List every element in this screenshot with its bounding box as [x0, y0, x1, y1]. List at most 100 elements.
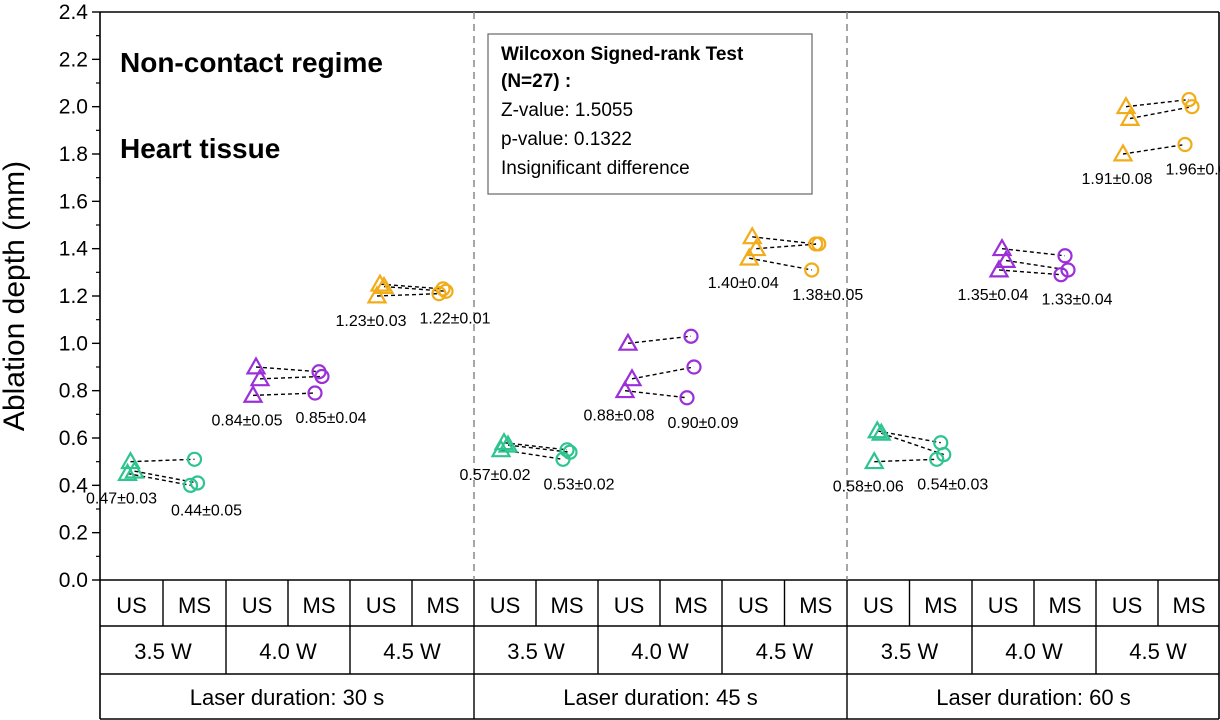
us-data-point: [991, 237, 1013, 257]
us-data-point: [490, 439, 512, 458]
mode-label: US: [1112, 593, 1143, 618]
us-data-point: [242, 384, 264, 403]
ms-mean-label: 1.38±0.05: [792, 287, 863, 304]
ms-data-point: [1057, 248, 1073, 264]
us-mean-label: 0.58±0.06: [833, 479, 904, 496]
mode-label: US: [738, 593, 769, 618]
power-label: 3.5 W: [507, 639, 565, 664]
us-data-point: [249, 368, 271, 387]
duration-label: Laser duration: 60 s: [936, 685, 1130, 710]
pair-connector: [255, 366, 320, 373]
y-tick-label: 2.2: [59, 48, 88, 71]
mode-label: US: [490, 593, 521, 618]
ms-data-point: [686, 359, 702, 375]
ms-data-point: [189, 475, 206, 491]
ms-data-point: [555, 451, 571, 467]
regime-annotation: Non-contact regime: [120, 47, 383, 78]
pair-connector: [627, 335, 692, 345]
us-mean-label: 1.40±0.04: [708, 275, 779, 292]
us-data-point: [117, 462, 138, 481]
us-data-point: [863, 450, 885, 470]
y-tick-label: 1.0: [59, 332, 88, 355]
pair-connector: [1129, 105, 1193, 120]
ms-data-point: [314, 368, 330, 385]
y-tick-label: 1.2: [59, 285, 88, 308]
us-mean-label: 1.91±0.08: [1081, 171, 1152, 188]
ms-data-point: [804, 262, 820, 278]
mode-label: US: [242, 593, 273, 618]
data-group: 1.40±0.04 1.38±0.05: [708, 226, 863, 304]
mode-label: MS: [303, 593, 336, 618]
ms-mean-label: 0.54±0.03: [917, 476, 988, 493]
stats-box-frame: [487, 33, 813, 195]
power-label: 4.5 W: [1129, 639, 1187, 664]
us-mean-label: 1.23±0.03: [335, 313, 406, 330]
ms-data-point: [559, 442, 575, 458]
ms-mean-label: 0.85±0.04: [295, 410, 366, 427]
y-tick-label: 0.8: [59, 380, 88, 403]
power-label: 4.0 W: [631, 639, 689, 664]
pair-connector: [631, 366, 695, 380]
power-label: 4.0 W: [1005, 639, 1063, 664]
y-tick-label: 1.4: [59, 238, 89, 261]
pair-connector: [503, 442, 568, 451]
us-data-point: [621, 368, 643, 387]
stats-box-conclusion: Insignificant difference: [501, 158, 690, 179]
us-data-point: [995, 249, 1017, 268]
power-label: 4.5 W: [756, 639, 814, 664]
power-label: 4.0 W: [259, 639, 317, 664]
stats-box-p: p-value: 0.1322: [501, 129, 632, 150]
mode-label: US: [366, 593, 397, 618]
us-data-point: [738, 247, 760, 266]
mode-label: MS: [1173, 593, 1206, 618]
us-data-point: [614, 379, 636, 399]
pair-connector: [998, 269, 1062, 276]
ms-data-point: [1177, 136, 1193, 153]
data-group: 0.47±0.030.44±0.05: [86, 450, 242, 519]
data-group: 0.57±0.020.53±0.02: [459, 432, 615, 493]
pair-connector: [877, 430, 941, 444]
us-data-point: [1115, 95, 1137, 115]
y-tick-label: 1.8: [59, 143, 88, 166]
power-label: 3.5 W: [881, 639, 939, 664]
pair-connector: [127, 472, 191, 487]
stats-box-title: Wilcoxon Signed-rank Test: [501, 44, 744, 65]
ms-data-point: [307, 385, 323, 401]
pair-connector: [874, 458, 937, 463]
ms-mean-label: 0.53±0.02: [543, 476, 614, 493]
stats-box-n: (N=27) :: [501, 71, 571, 92]
ms-data-point: [683, 328, 699, 344]
ms-data-point: [182, 477, 199, 493]
pair-connector: [130, 458, 195, 463]
ms-data-point: [435, 281, 451, 297]
y-tick-label: 0.2: [59, 522, 88, 545]
y-axis-label: Ablation depth (mm): [0, 161, 31, 431]
us-mean-label: 0.47±0.03: [86, 491, 157, 508]
stats-box: Wilcoxon Signed-rank Test (N=27) : Z-val…: [487, 33, 813, 195]
ms-mean-label: 1.22±0.01: [419, 311, 490, 328]
ms-mean-label: 1.33±0.04: [1041, 292, 1112, 309]
ms-mean-label: 1.96±0.08: [1165, 162, 1220, 179]
ms-data-point: [929, 451, 945, 467]
mode-label: MS: [924, 593, 957, 618]
pair-connector: [379, 283, 444, 290]
pair-connector: [1001, 247, 1066, 257]
ms-data-point: [811, 236, 827, 252]
ms-data-point: [431, 286, 447, 302]
y-tick-label: 2.0: [59, 96, 88, 119]
ms-data-point: [1181, 91, 1197, 108]
mode-label: MS: [1049, 593, 1082, 618]
ms-data-point: [1184, 99, 1200, 115]
mode-label: MS: [799, 593, 832, 618]
stats-box-z: Z-value: 1.5055: [501, 100, 633, 121]
ms-data-point: [679, 390, 695, 406]
mode-label: US: [614, 593, 645, 618]
mode-label: US: [988, 593, 1019, 618]
pair-connector: [752, 236, 816, 245]
power-label: 4.5 W: [383, 639, 441, 664]
mode-label: US: [116, 593, 147, 618]
y-tick-label: 2.4: [59, 1, 89, 24]
